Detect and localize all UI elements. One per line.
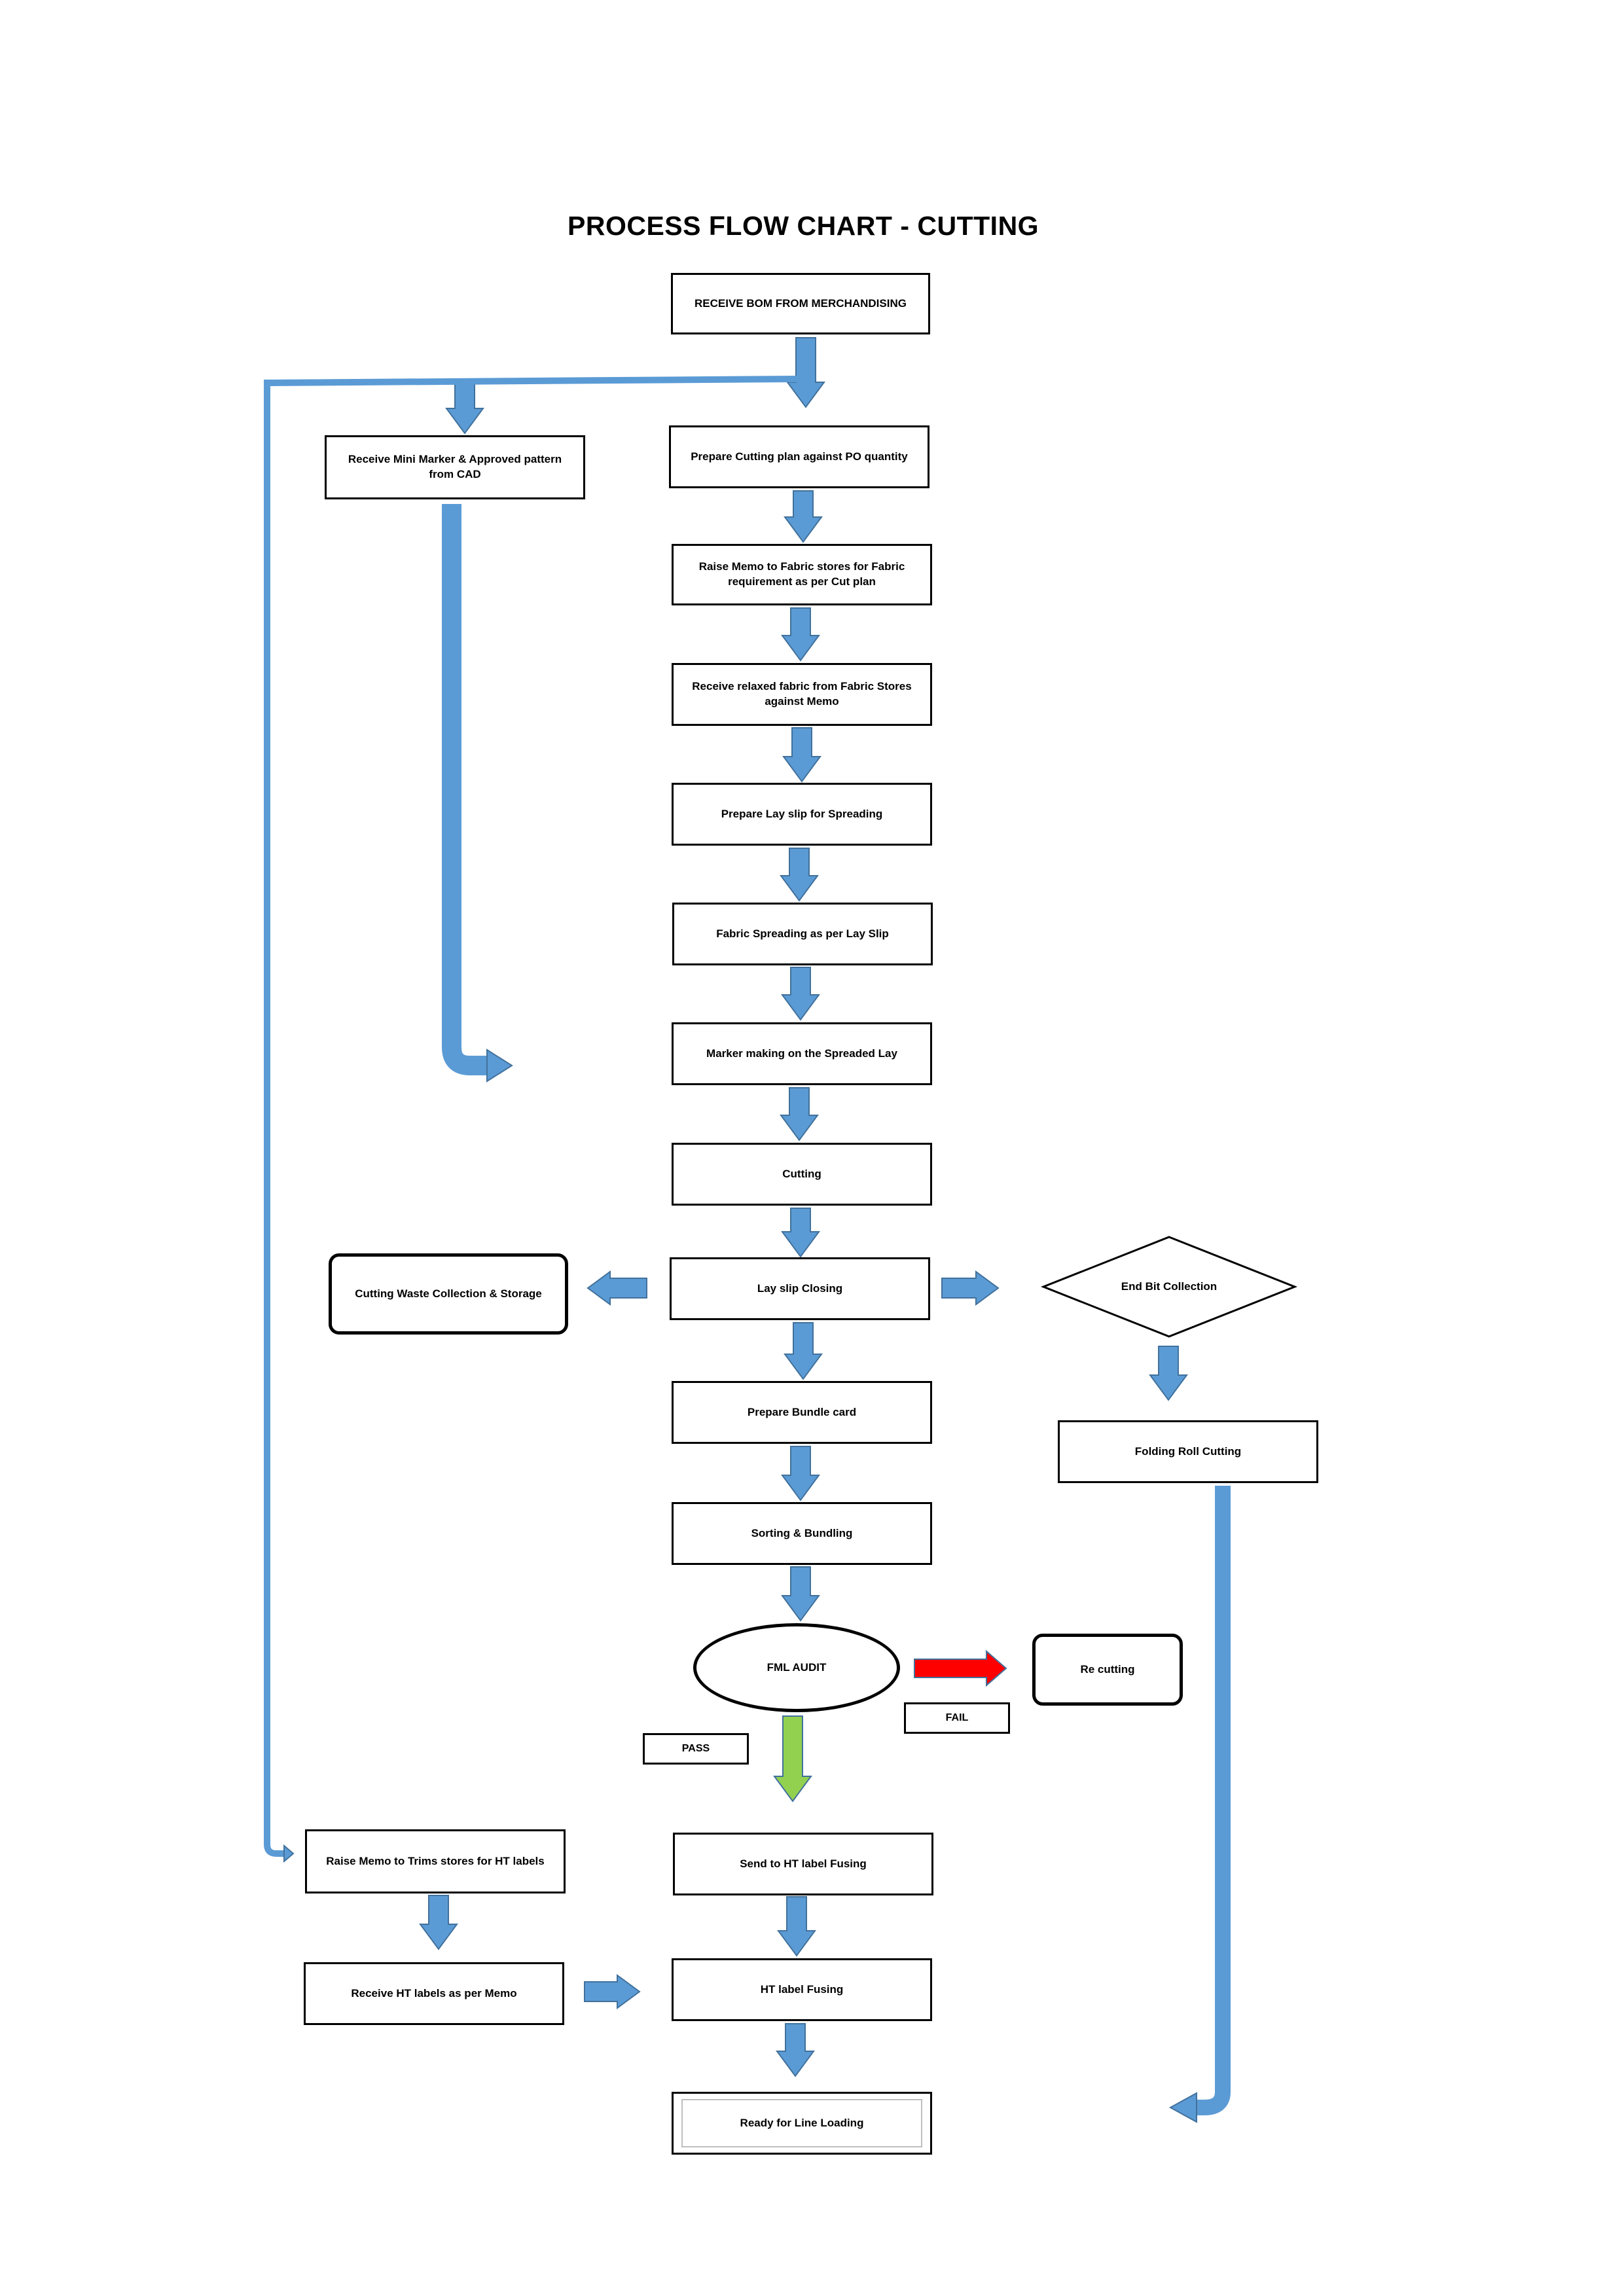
node-folding-roll: Folding Roll Cutting [1058,1420,1318,1483]
node-mini-marker: Receive Mini Marker & Approved pattern f… [325,435,585,499]
node-mini-marker-label: Receive Mini Marker & Approved pattern f… [348,453,562,480]
node-lay-slip-label: Prepare Lay slip for Spreading [721,807,883,820]
arrow-branch-to-minimarker [445,382,484,435]
node-cutting-plan-label: Prepare Cutting plan against PO quantity [691,450,908,463]
node-receive-bom-label: RECEIVE BOM FROM MERCHANDISING [695,296,907,310]
node-marker-making-label: Marker making on the Spreaded Lay [706,1047,897,1060]
arrow-pass [773,1715,812,1803]
node-ready-label: Ready for Line Loading [740,2116,864,2129]
arrow-fail [914,1649,1007,1687]
arrow-minimarker-long-head [486,1049,513,1083]
node-lay-slip: Prepare Lay slip for Spreading [672,783,932,846]
node-re-cutting: Re cutting [1032,1634,1183,1706]
arrow-plan-to-memo [784,490,823,543]
arrow-minimarker-long [442,504,490,1075]
node-bundle-card: Prepare Bundle card [672,1381,932,1444]
node-ready-inner-border [681,2099,922,2147]
node-send-ht: Send to HT label Fusing [673,1833,933,1895]
node-lay-slip-closing-label: Lay slip Closing [757,1282,843,1295]
node-send-ht-label: Send to HT label Fusing [740,1857,867,1870]
node-folding-roll-label: Folding Roll Cutting [1134,1444,1242,1458]
label-pass-text: PASS [681,1743,710,1755]
node-ht-fusing: HT label Fusing [672,1958,932,2021]
arrow-bom-to-plan [786,337,825,408]
arrow-sorting-to-audit [781,1566,820,1622]
arrow-sendht-to-fusing [777,1896,816,1957]
node-raise-memo-trims: Raise Memo to Trims stores for HT labels [305,1829,566,1893]
arrow-cutting-to-closing [781,1208,820,1258]
end-bit-diamond [1040,1236,1298,1338]
label-fail: FAIL [904,1702,1010,1734]
arrow-fusing-to-ready [776,2023,815,2077]
chart-title: PROCESS FLOW CHART - CUTTING [568,211,1039,241]
arrow-fabric-to-layslip [782,727,821,783]
arrow-receiveht-to-fusing [584,1974,641,2009]
node-receive-ht-label: Receive HT labels as per Memo [351,1986,517,2000]
label-fail-text: FAIL [945,1712,969,1724]
node-sorting: Sorting & Bundling [672,1502,932,1565]
arrow-closing-to-bundle [784,1322,823,1380]
label-pass: PASS [643,1733,749,1765]
node-end-bit-label: End Bit Collection [1121,1280,1218,1293]
node-lay-slip-closing: Lay slip Closing [670,1257,930,1320]
branch-line-left-head [283,1844,295,1863]
node-spreading: Fabric Spreading as per Lay Slip [672,903,933,965]
arrow-memo-to-fabric [781,607,820,662]
node-raise-memo-fabric-label: Raise Memo to Fabric stores for Fabric r… [698,560,905,588]
arrow-marker-to-cutting [780,1087,819,1141]
arrow-endbit-to-folding [1149,1346,1188,1401]
node-raise-memo-trims-label: Raise Memo to Trims stores for HT labels [326,1854,545,1867]
node-receive-bom: RECEIVE BOM FROM MERCHANDISING [671,273,930,334]
node-re-cutting-label: Re cutting [1080,1662,1135,1676]
node-receive-fabric-label: Receive relaxed fabric from Fabric Store… [692,680,912,708]
node-ht-fusing-label: HT label Fusing [760,1982,844,1996]
arrow-closing-to-endbit [941,1270,1000,1306]
node-cutting-label: Cutting [782,1167,821,1180]
node-bundle-card-label: Prepare Bundle card [747,1405,857,1418]
branch-line-left [264,376,798,1857]
node-marker-making: Marker making on the Spreaded Lay [672,1022,932,1085]
node-cutting: Cutting [672,1143,932,1206]
node-receive-ht: Receive HT labels as per Memo [304,1962,564,2025]
arrow-layslip-to-spreading [780,848,819,902]
arrow-closing-to-waste [586,1270,647,1306]
node-ready: Ready for Line Loading [672,2092,932,2155]
node-receive-fabric: Receive relaxed fabric from Fabric Store… [672,663,932,726]
arrow-folding-long [1194,1486,1231,2115]
node-sorting-label: Sorting & Bundling [751,1526,853,1539]
node-fml-audit-label: FML AUDIT [767,1660,827,1674]
arrow-folding-long-head [1168,2092,1197,2123]
node-spreading-label: Fabric Spreading as per Lay Slip [716,927,889,940]
node-waste: Cutting Waste Collection & Storage [329,1253,568,1335]
node-cutting-plan: Prepare Cutting plan against PO quantity [669,425,929,488]
arrow-spreading-to-marker [781,967,820,1021]
arrow-trims-to-receiveht [419,1895,458,1950]
node-fml-audit: FML AUDIT [693,1623,900,1712]
node-waste-label: Cutting Waste Collection & Storage [355,1287,542,1300]
node-end-bit: End Bit Collection [1042,1236,1296,1338]
arrow-bundle-to-sorting [781,1446,820,1501]
node-raise-memo-fabric: Raise Memo to Fabric stores for Fabric r… [672,544,932,605]
